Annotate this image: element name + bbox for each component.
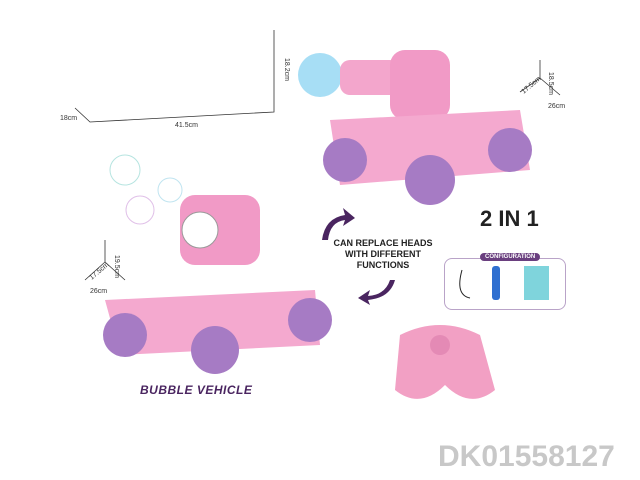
- bubble-vehicle: [103, 154, 332, 374]
- product-code: DK01558127: [438, 440, 615, 473]
- dimension-lines: [74, 30, 561, 281]
- configuration-label: CONFIGURATION: [480, 253, 541, 261]
- replace-heads-caption: CAN REPLACE HEADS WITH DIFFERENT FUNCTIO…: [333, 238, 433, 270]
- water-gun-tank: [298, 50, 532, 205]
- configuration-box: [444, 258, 566, 310]
- bubble-dim-b: 26cm: [90, 288, 108, 295]
- height-label: 18.2cm: [283, 58, 290, 81]
- tank-dim-b: 26cm: [548, 103, 566, 110]
- bubble-dim-c: 19.5cm: [113, 255, 120, 278]
- bubble-vehicle-title: BUBBLE VEHICLE: [140, 383, 253, 397]
- depth-label: 18cm: [60, 115, 78, 122]
- remote-controller: [395, 325, 495, 399]
- swap-arrows: [322, 208, 395, 305]
- length-label: 41.5cm: [175, 122, 198, 129]
- tank-dim-c: 18.5cm: [547, 72, 554, 95]
- two-in-one-heading: 2 IN 1: [480, 206, 539, 231]
- configuration-items: [459, 266, 549, 300]
